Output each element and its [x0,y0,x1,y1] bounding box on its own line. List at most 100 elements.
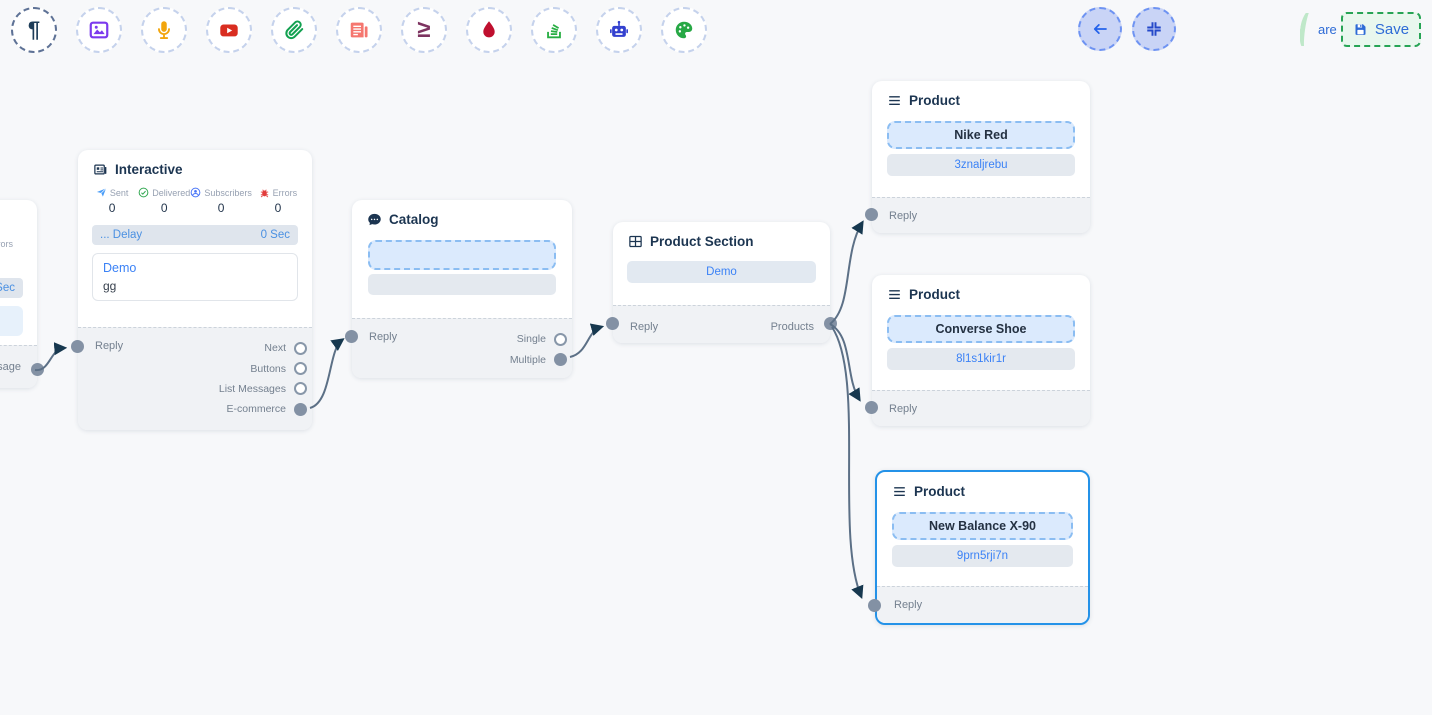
node-stats: Errors 0 [0,200,37,266]
node-title: Catalog [389,212,439,227]
edge-products-to-product-3 [831,326,864,600]
circle-check-icon [138,187,149,198]
back-button[interactable] [1078,7,1122,51]
node-footer: Message [0,345,37,388]
toolbar-button-image[interactable] [76,7,122,53]
toolbar-button-palette[interactable] [661,7,707,53]
output-port-single[interactable] [554,332,567,346]
edge-products-to-product-2 [829,323,861,402]
output-handle-message[interactable] [31,363,44,376]
section-name: Demo [706,266,737,278]
delay-value: Sec [0,282,15,294]
delay-row[interactable]: Sec [0,278,23,298]
input-handle-reply[interactable] [345,330,358,343]
section-name-box[interactable]: Demo [627,261,816,283]
product-id-box[interactable]: 9prn5rji7n [892,545,1073,567]
edge-multiple-to-product-section [569,323,605,358]
compress-icon [1147,22,1161,36]
product-id: 3znaljrebu [954,159,1008,171]
menu-icon [889,290,900,299]
output-handle-products[interactable] [824,317,837,330]
comment-dots-icon [368,213,381,226]
edge-products-to-product-1 [829,220,864,325]
body-text: gg [103,279,117,293]
input-label: Reply [889,403,918,415]
body-title: Demo [103,261,137,275]
product-id: 8l1s1kir1r [956,353,1006,365]
node-product-section[interactable]: Product Section Demo Reply Products [606,222,837,343]
toolbar-button-microphone[interactable] [141,7,187,53]
toolbar-button-droplet[interactable] [466,7,512,53]
fit-view-button[interactable] [1132,7,1176,51]
node-message[interactable]: Errors 0 Sec Message [0,200,44,388]
product-name-box[interactable]: Nike Red [887,121,1075,149]
product-id-box[interactable]: 8l1s1kir1r [887,348,1075,370]
input-label: Reply [630,321,659,333]
node-interactive[interactable]: Interactive Sent 0 [71,150,312,430]
stat-label: Subscribers [204,187,252,198]
node-footer: Reply [872,197,1090,233]
toolbar-button-youtube[interactable] [206,7,252,53]
catalog-field-box[interactable] [368,240,556,270]
output-port-buttons[interactable] [294,362,307,376]
product-id-box[interactable]: 3znaljrebu [887,154,1075,176]
node-catalog[interactable]: Catalog Reply Single Multiple [345,200,572,378]
toolbar-button-greater-equal[interactable]: ≥ [401,7,447,53]
stat-value: 0 [160,201,168,215]
droplet-icon [483,21,495,38]
output-port-ecommerce[interactable] [294,402,307,416]
toolbar-button-robot[interactable] [596,7,642,53]
paperclip-icon [285,20,304,40]
toolbar-button-paragraph[interactable]: ¶ [11,7,57,53]
product-name: Nike Red [954,128,1008,142]
output-label: Next [264,342,286,355]
node-footer: Reply Next Buttons List Messages E-comme… [78,327,312,430]
hidden-button-partial[interactable]: are [1300,13,1344,46]
node-product-2[interactable]: Product Converse Shoe 8l1s1kir1r Reply [865,275,1090,426]
green-arc-decoration [1300,13,1319,46]
delay-row[interactable]: ... Delay 0 Sec [92,225,298,245]
input-handle-reply[interactable] [865,208,878,221]
stat-value: 0 [0,252,13,266]
node-title: Product [909,93,961,108]
toolbar-button-paperclip[interactable] [271,7,317,53]
stat-label: Errors [272,187,298,198]
input-handle-reply[interactable] [606,317,619,330]
catalog-secondary-box[interactable] [368,274,556,295]
message-body-box[interactable]: Demo gg [92,253,298,301]
output-label: List Messages [218,382,286,395]
save-button[interactable]: Save [1341,12,1421,47]
product-name: Converse Shoe [935,322,1027,336]
image-icon [89,21,109,39]
node-header: Product Section [613,222,830,253]
save-button-label: Save [1374,21,1410,38]
output-label: Buttons [250,362,286,375]
hidden-button-label: are [1318,22,1337,37]
product-name-box[interactable]: Converse Shoe [887,315,1075,343]
edge-ecommerce-to-catalog [309,338,345,409]
output-port-next[interactable] [294,341,307,355]
toolbar-button-news[interactable] [336,7,382,53]
input-handle-reply[interactable] [865,401,878,414]
input-handle-reply[interactable] [71,340,84,353]
node-title: Product [914,484,966,499]
node-footer: Reply Products [613,305,830,343]
stat-label: Sent [109,187,129,198]
input-handle-reply[interactable] [868,599,881,612]
floppy-disk-icon [1355,24,1366,35]
output-port-multiple[interactable] [554,353,567,367]
node-product-3-selected[interactable]: Product New Balance X-90 9prn5rji7n Repl… [868,470,1090,625]
paper-plane-icon [96,188,107,197]
node-footer: Reply [877,586,1088,623]
message-body-box[interactable] [0,306,23,336]
node-title: Interactive [115,162,183,177]
stat-value: 0 [274,201,282,215]
product-name: New Balance X-90 [929,519,1036,533]
bug-icon [260,189,268,198]
product-name-box[interactable]: New Balance X-90 [892,512,1073,540]
stat-value: 0 [108,201,116,215]
toolbar-button-stack[interactable] [531,7,577,53]
node-product-1[interactable]: Product Nike Red 3znaljrebu Reply [865,81,1090,233]
output-port-list-messages[interactable] [294,382,307,396]
